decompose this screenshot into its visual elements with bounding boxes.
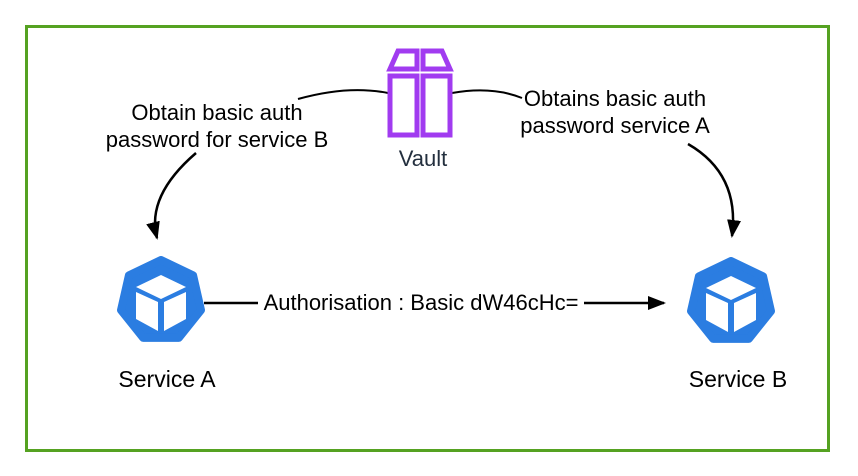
cube-glyph bbox=[706, 276, 756, 332]
vault-label: Vault bbox=[398, 146, 448, 171]
auth-edge-label: Authorisation : Basic dW46cHc= bbox=[261, 290, 581, 316]
vault-icon bbox=[386, 48, 454, 138]
right-note: Obtains basic auth password service A bbox=[520, 86, 710, 138]
left-note: Obtain basic auth password for service B bbox=[105, 100, 329, 152]
service-a-label: Service A bbox=[118, 366, 216, 392]
service-a-icon bbox=[117, 256, 205, 342]
cube-glyph bbox=[136, 275, 186, 331]
service-b-label: Service B bbox=[688, 366, 788, 392]
service-b-icon bbox=[687, 257, 775, 343]
